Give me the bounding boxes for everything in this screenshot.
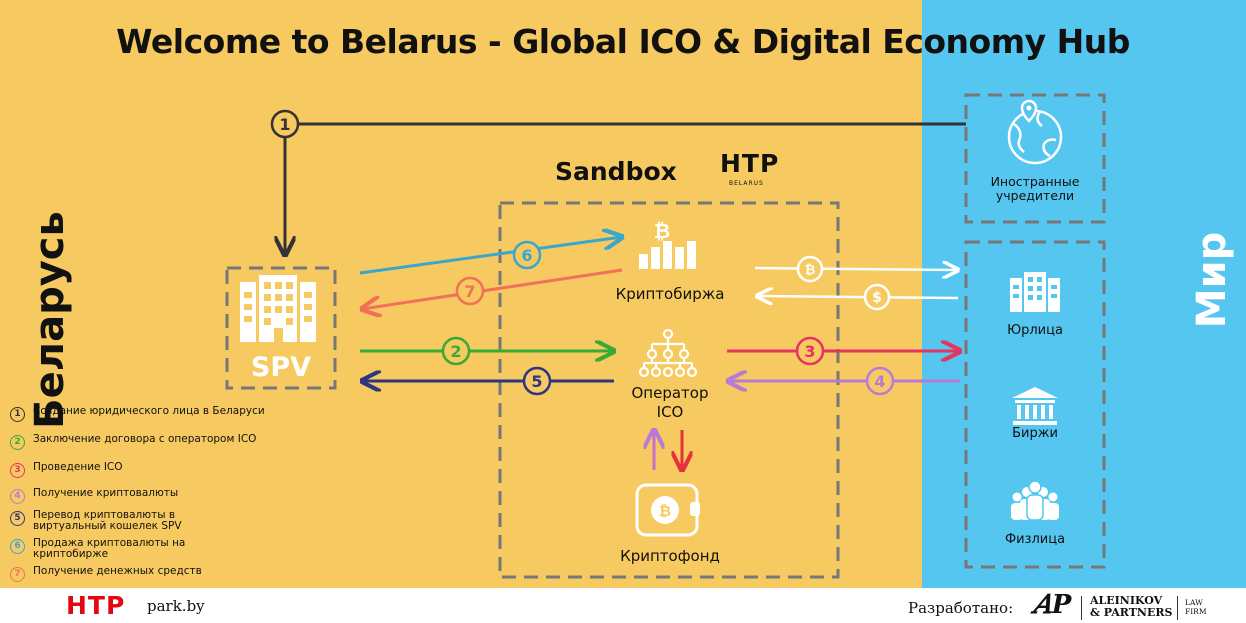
firm-name-line2: & PARTNERS	[1090, 606, 1173, 619]
htp-sandbox-logo-sub: BELARUS	[729, 180, 764, 187]
step-3-number: 3	[804, 342, 815, 361]
spv-label: SPV	[250, 352, 312, 383]
bank-icon	[1012, 387, 1058, 425]
bitcoin-chart-icon: ₿	[639, 219, 696, 269]
bitcoin-coin-icon: ₿	[796, 255, 824, 283]
legend-num-6: 6	[10, 539, 25, 554]
flow-step-3: 3	[727, 336, 960, 366]
exchange-world-flow: ₿ $	[754, 255, 958, 311]
legend-text-4: Получение криптовалюты	[33, 487, 179, 499]
legend-item-4: 4 Получение криптовалюты	[10, 488, 333, 504]
step-6-number: 6	[521, 246, 532, 265]
legend-num-2: 2	[10, 435, 25, 450]
step-2-number: 2	[450, 342, 461, 361]
legend-text-2: Заключение договора с оператором ICO	[33, 433, 257, 445]
svg-text:$: $	[872, 290, 882, 306]
sandbox-box	[498, 201, 840, 579]
firm-name: ALEINIKOV & PARTNERS	[1090, 595, 1172, 619]
htp-footer-logo: HTP	[66, 591, 126, 620]
founders-box	[964, 93, 1106, 224]
footer-divider	[1081, 596, 1082, 620]
exchanges-label: Биржи	[1012, 426, 1058, 441]
building-icon	[240, 275, 316, 342]
sandbox-label: Sandbox	[555, 157, 677, 186]
firm-name-line1: ALEINIKOV	[1090, 594, 1163, 607]
legal-entities-label: Юрлица	[1007, 323, 1063, 338]
globe-map-icon	[1007, 99, 1063, 165]
legend-num-3: 3	[10, 463, 25, 478]
svg-text:₿: ₿	[805, 263, 816, 278]
step-5-number: 5	[531, 372, 542, 391]
legend-text-6: Продажа криптовалюты на криптобирже	[33, 537, 186, 560]
founders-label-line2: учредители	[995, 188, 1075, 203]
legend-num-1: 1	[10, 407, 25, 422]
firm-type: LAW FIRM	[1185, 598, 1207, 616]
step-1-number: 1	[279, 115, 290, 134]
founders-label: Иностранные учредители	[966, 175, 1104, 203]
individuals-label: Физлица	[1004, 532, 1066, 547]
htp-sandbox-logo: HTP	[720, 149, 780, 178]
site-link[interactable]: park.by	[147, 597, 205, 615]
people-icon	[1011, 480, 1059, 521]
legend-num-7: 7	[10, 567, 25, 582]
operator-label-line1: Оператор	[631, 384, 709, 402]
crypto-wallet-icon: ₿	[635, 483, 700, 537]
operator-fund-flow	[654, 430, 682, 470]
dollar-coin-icon: $	[863, 283, 891, 311]
legend-text-3: Проведение ICO	[33, 461, 123, 473]
legend-text-5: Перевод криптовалюты в виртуальный кошел…	[33, 509, 182, 532]
legend-item-3: 3 Проведение ICO	[10, 462, 333, 478]
legend-text-7: Получение денежных средств	[33, 565, 202, 577]
credit-label: Разработано:	[908, 599, 1014, 617]
flow-diagram: 1 6 7 2 5 3 4 ₿	[225, 93, 1106, 579]
flow-step-5: 5	[362, 366, 614, 396]
legend-item-5: 5 Перевод криптовалюты в виртуальный кош…	[10, 510, 248, 532]
firm-type-line1: LAW	[1185, 598, 1203, 607]
firm-logo-icon: 𝐴P	[1033, 590, 1072, 620]
legend-item-6: 6 Продажа криптовалюты на криптобирже	[10, 538, 223, 560]
world-entities-box	[964, 240, 1106, 569]
legend-num-5: 5	[10, 511, 25, 526]
step-4-number: 4	[874, 372, 885, 391]
svg-text:₿: ₿	[659, 502, 671, 520]
footer-divider	[1177, 596, 1178, 620]
step-7-number: 7	[464, 282, 475, 301]
spv-box	[225, 266, 337, 390]
building-icon	[1010, 272, 1060, 312]
operator-label: Оператор ICO	[570, 384, 770, 422]
legend-item-1: 1 Создание юридического лица в Беларуси	[10, 406, 333, 422]
legend-text-1: Создание юридического лица в Беларуси	[33, 405, 265, 417]
flow-step-1: 1	[270, 109, 966, 255]
hierarchy-icon	[638, 328, 698, 378]
flow-step-6: 6	[359, 237, 622, 275]
footer: HTP park.by Разработано: 𝐴P ALEINIKOV & …	[0, 588, 1246, 623]
flow-step-7: 7	[362, 268, 623, 309]
page-title: Welcome to Belarus - Global ICO & Digita…	[116, 22, 1130, 61]
svg-text:₿: ₿	[654, 219, 670, 243]
legend-item-7: 7 Получение денежных средств	[10, 566, 333, 582]
fund-label: Криптофонд	[620, 547, 720, 565]
world-region	[922, 0, 1246, 588]
firm-type-line2: FIRM	[1185, 607, 1207, 616]
flow-step-4: 4	[728, 366, 960, 396]
legend-num-4: 4	[10, 489, 25, 504]
founders-label-line1: Иностранные	[990, 174, 1080, 189]
operator-label-line2: ICO	[656, 403, 684, 421]
legend-item-2: 2 Заключение договора с оператором ICO	[10, 434, 333, 450]
flow-step-2: 2	[360, 336, 614, 366]
exchange-label: Криптобиржа	[615, 285, 725, 303]
